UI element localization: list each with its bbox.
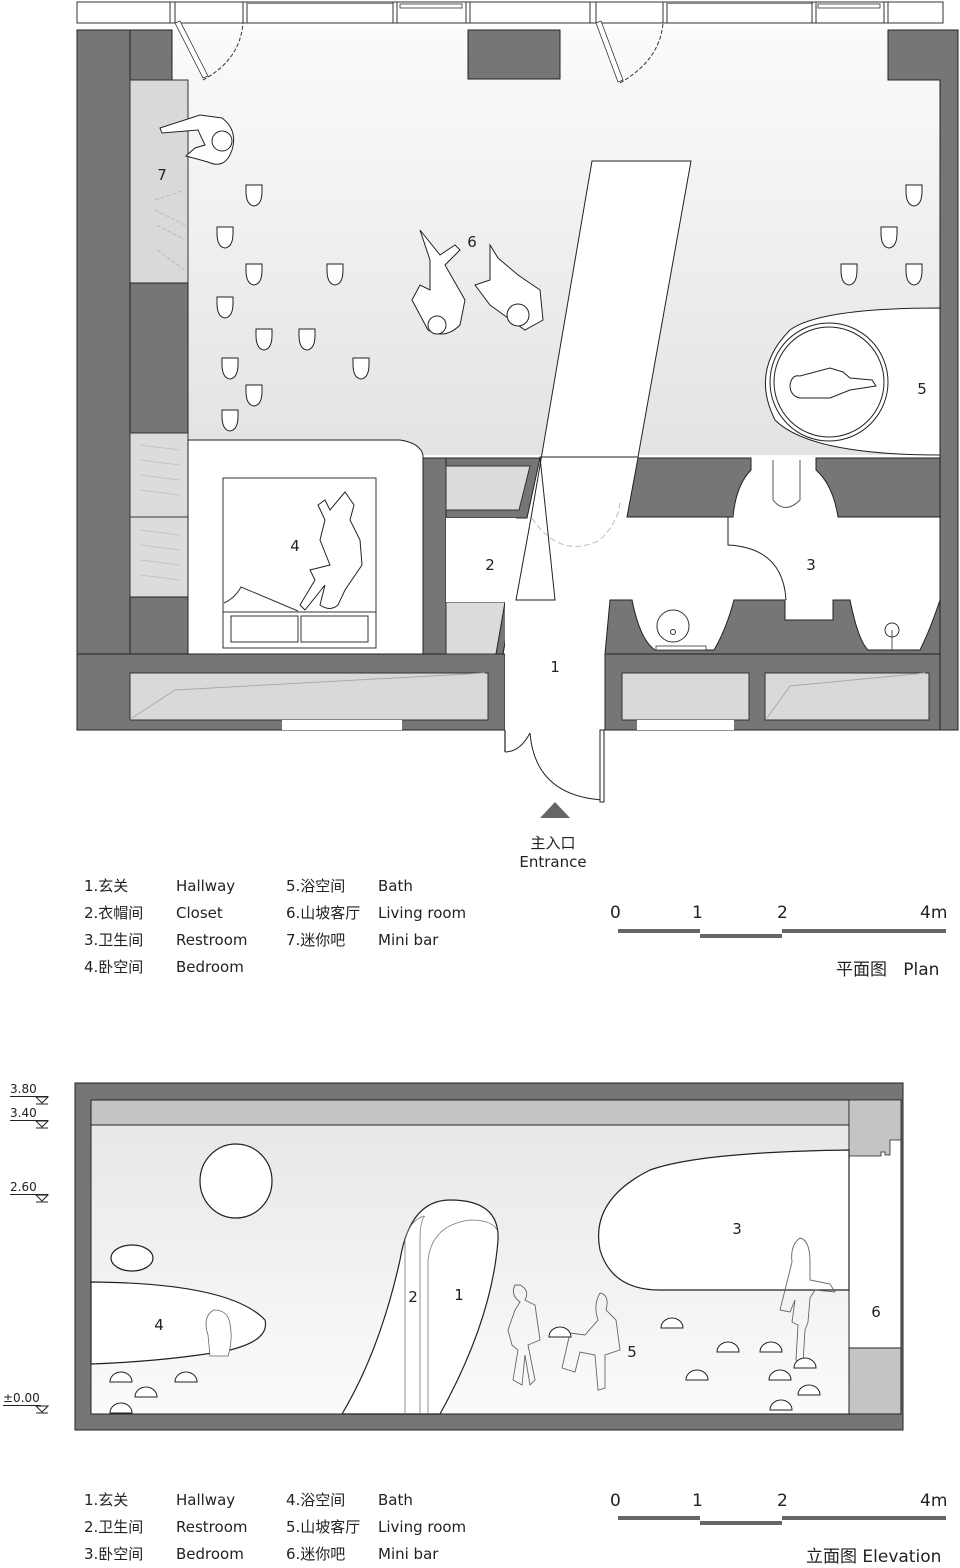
facade-windows [76, 1, 944, 24]
room-number-6: 6 [871, 1303, 881, 1321]
level-3-80: 3.80 [10, 1082, 52, 1097]
room-number-1: 1 [454, 1286, 464, 1304]
plan-title: 平面图 Plan [836, 960, 940, 980]
scale-tick-4m: 4m [920, 1491, 948, 1511]
room-number-3: 3 [806, 556, 816, 574]
elevation-room-numbers: 1 2 3 4 5 6 [154, 1220, 881, 1361]
ramp-path [515, 160, 692, 601]
room-number-4: 4 [290, 537, 300, 555]
scale-tick-2: 2 [777, 903, 788, 923]
entrance-label-zh: 主入口 [530, 834, 576, 852]
person-standing-icons [159, 114, 544, 335]
floor-plan-drawing: 1 2 3 4 5 6 7 [76, 1, 959, 818]
entrance-arrow-icon [540, 802, 570, 818]
scale-tick-4m: 4m [920, 903, 948, 923]
plan-room-numbers: 1 2 3 4 5 6 7 [157, 166, 927, 676]
room-number-2: 2 [408, 1288, 418, 1306]
person-lying-icon [299, 491, 363, 611]
elevation-title: 立面图 Elevation [806, 1547, 942, 1567]
person-bathing-icon [789, 367, 877, 399]
entrance-label-en: Entrance [519, 853, 587, 871]
level-2-60: 2.60 [10, 1180, 52, 1195]
room-number-3: 3 [732, 1220, 742, 1238]
room-number-7: 7 [157, 166, 167, 184]
room-number-6: 6 [467, 233, 477, 251]
room-number-5: 5 [917, 380, 927, 398]
level-marker-icons [34, 1096, 50, 1414]
level-3-40: 3.40 [10, 1106, 52, 1121]
level-0-00: ±0.00 [3, 1391, 41, 1406]
scale-tick-2: 2 [777, 1491, 788, 1511]
scale-tick-1: 1 [692, 1491, 703, 1511]
scale-tick-1: 1 [692, 903, 703, 923]
top-door-right [595, 20, 664, 84]
room-number-5: 5 [627, 1343, 637, 1361]
elevation-drawing: 1 2 3 4 5 6 [34, 1082, 904, 1431]
room-number-2: 2 [485, 556, 495, 574]
room-number-4: 4 [154, 1316, 164, 1334]
entrance-door [504, 729, 605, 803]
entrance-label: 主入口 Entrance [505, 834, 601, 872]
room-number-1: 1 [550, 658, 560, 676]
scale-tick-0: 0 [610, 903, 621, 923]
scale-tick-0: 0 [610, 1491, 621, 1511]
top-door-left [174, 20, 244, 81]
